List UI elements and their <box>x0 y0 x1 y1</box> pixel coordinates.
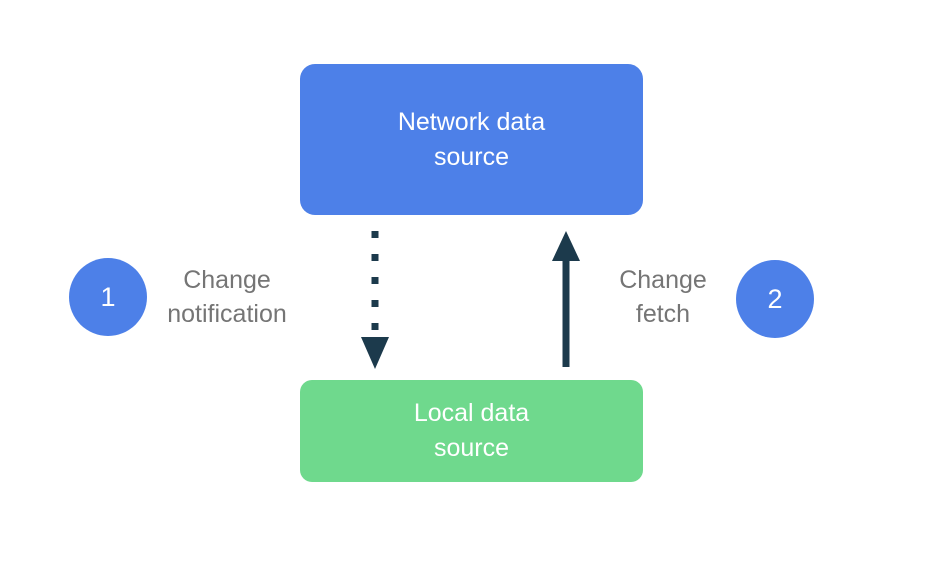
network-data-source-node: Network data source <box>300 64 643 215</box>
change-fetch-arrow <box>552 231 580 367</box>
network-node-label-line-2: source <box>433 142 510 171</box>
step-1-badge: 1 <box>69 258 147 336</box>
change-fetch-label: Change fetch <box>543 263 783 331</box>
local-data-source-node: Local data source <box>300 380 643 482</box>
down-arrowhead-icon <box>361 337 389 369</box>
change-notification-arrow <box>361 231 389 369</box>
change-notification-label-line-2: notification <box>167 300 287 328</box>
local-node-label-line-1: Local data <box>413 399 530 427</box>
local-node-label-line-2: source <box>433 434 510 462</box>
change-fetch-label-line-2: fetch <box>635 300 691 328</box>
step-1-number: 1 <box>100 281 116 312</box>
step-2-number: 2 <box>767 283 783 314</box>
step-2-badge: 2 <box>736 260 814 338</box>
change-notification-label: Change notification <box>107 263 347 331</box>
network-node-label-line-1: Network data <box>397 107 546 136</box>
up-arrowhead-icon <box>552 231 580 261</box>
change-notification-label-line-1: Change <box>183 266 271 294</box>
change-fetch-label-line-1: Change <box>619 266 707 294</box>
